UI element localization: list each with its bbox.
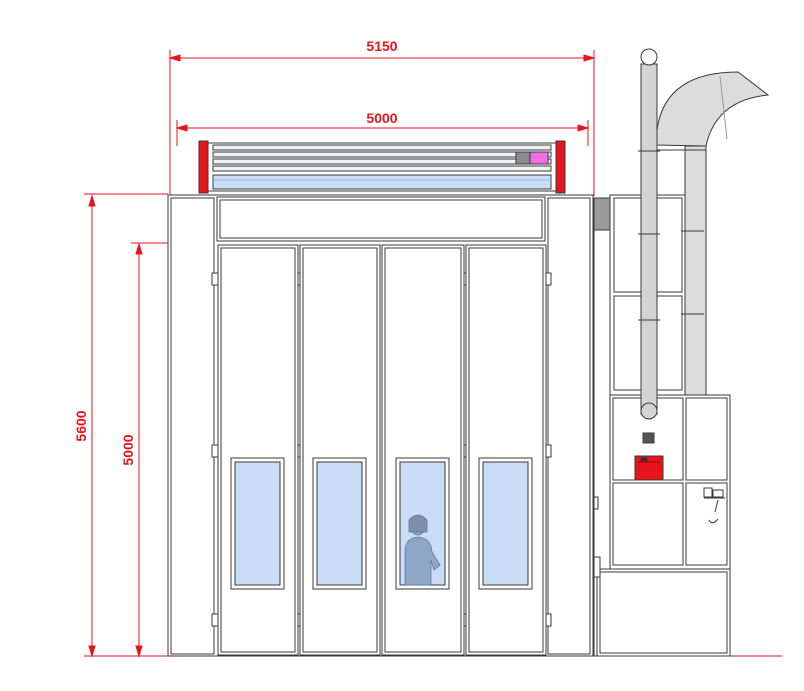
connector-block <box>593 197 611 231</box>
dimension-overall-height <box>84 193 168 658</box>
side-strip-latch <box>593 496 599 510</box>
dimension-inner-width <box>175 120 590 146</box>
door-1 <box>217 244 299 656</box>
door-3 <box>381 244 465 656</box>
door-2 <box>299 244 381 656</box>
dimension-label-door-height: 5000 <box>120 434 136 465</box>
dimension-label-inner-width: 5000 <box>366 110 397 126</box>
person-silhouette-icon <box>404 514 441 586</box>
door-4 <box>465 244 547 656</box>
control-panel-icon <box>634 432 664 481</box>
door-hinges <box>211 272 552 627</box>
exhaust-stack <box>638 48 660 420</box>
dimension-label-overall-height: 5600 <box>73 410 89 441</box>
dimension-overall-width <box>168 50 596 196</box>
roof-light-unit <box>198 140 566 194</box>
drain-tap <box>593 556 601 578</box>
burner-gauge-icon <box>703 487 725 524</box>
air-duct <box>655 71 770 396</box>
dimension-label-overall-width: 5150 <box>366 38 397 54</box>
plant-unit <box>596 194 731 657</box>
